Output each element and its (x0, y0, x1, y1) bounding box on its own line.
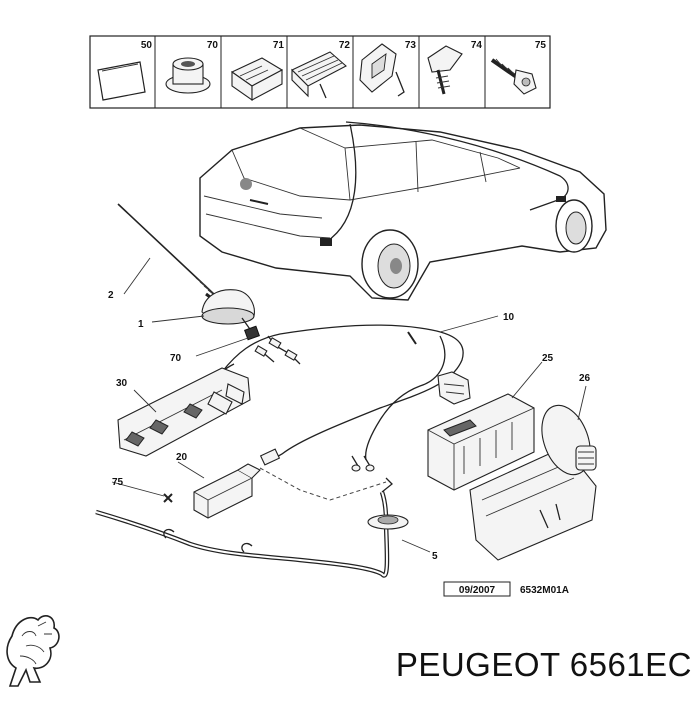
header-part-number: 70 (207, 40, 219, 51)
connector-block-icon (230, 57, 284, 102)
callout-25: 25 (542, 353, 554, 364)
grommet-nut-icon (165, 57, 211, 94)
header-part-number: 71 (273, 40, 285, 51)
callout-30: 30 (116, 378, 128, 389)
antenna-amplifier (193, 463, 261, 519)
radio-module (427, 393, 535, 491)
label-sticker-icon (97, 61, 146, 101)
reference-date: 09/2007 (459, 585, 496, 596)
reference-code: 6532M01A (520, 585, 569, 596)
car-body-illustration (199, 121, 607, 301)
callout-75: 75 (112, 477, 124, 488)
callout-70: 70 (170, 353, 182, 364)
header-part-number: 74 (471, 40, 483, 51)
grommet-part (244, 325, 260, 341)
antenna-assembly (117, 203, 255, 337)
screw-clip-icon (427, 45, 463, 95)
dashed-leader (259, 467, 387, 501)
bracket-clip-icon (359, 43, 405, 97)
callout-26: 26 (579, 373, 591, 384)
wiring-harness (221, 324, 471, 472)
callout-5: 5 (432, 551, 438, 562)
callout-1: 1 (138, 319, 144, 330)
bolt-mark (163, 493, 173, 503)
header-part-number: 73 (405, 40, 417, 51)
header-part-number: 72 (339, 40, 351, 51)
bolt-icon (490, 58, 537, 95)
callout-10: 10 (503, 312, 515, 323)
reference-box: 09/2007 6532M01A (443, 581, 569, 597)
header-parts-strip: 50 70 71 72 73 74 75 (89, 35, 551, 109)
callout-leaders (111, 257, 587, 553)
lion-logo-icon (6, 615, 60, 687)
callout-2: 2 (108, 290, 114, 301)
antenna-amplifier-bracket (117, 367, 251, 457)
header-part-number: 75 (535, 40, 547, 51)
callout-20: 20 (176, 452, 188, 463)
brand-part-number: PEUGEOT 6561EC (395, 646, 692, 683)
antenna-socket-bracket (469, 404, 597, 561)
ribbed-clip-icon (291, 51, 347, 99)
antenna-cable (95, 477, 409, 578)
header-part-number: 50 (141, 40, 153, 51)
